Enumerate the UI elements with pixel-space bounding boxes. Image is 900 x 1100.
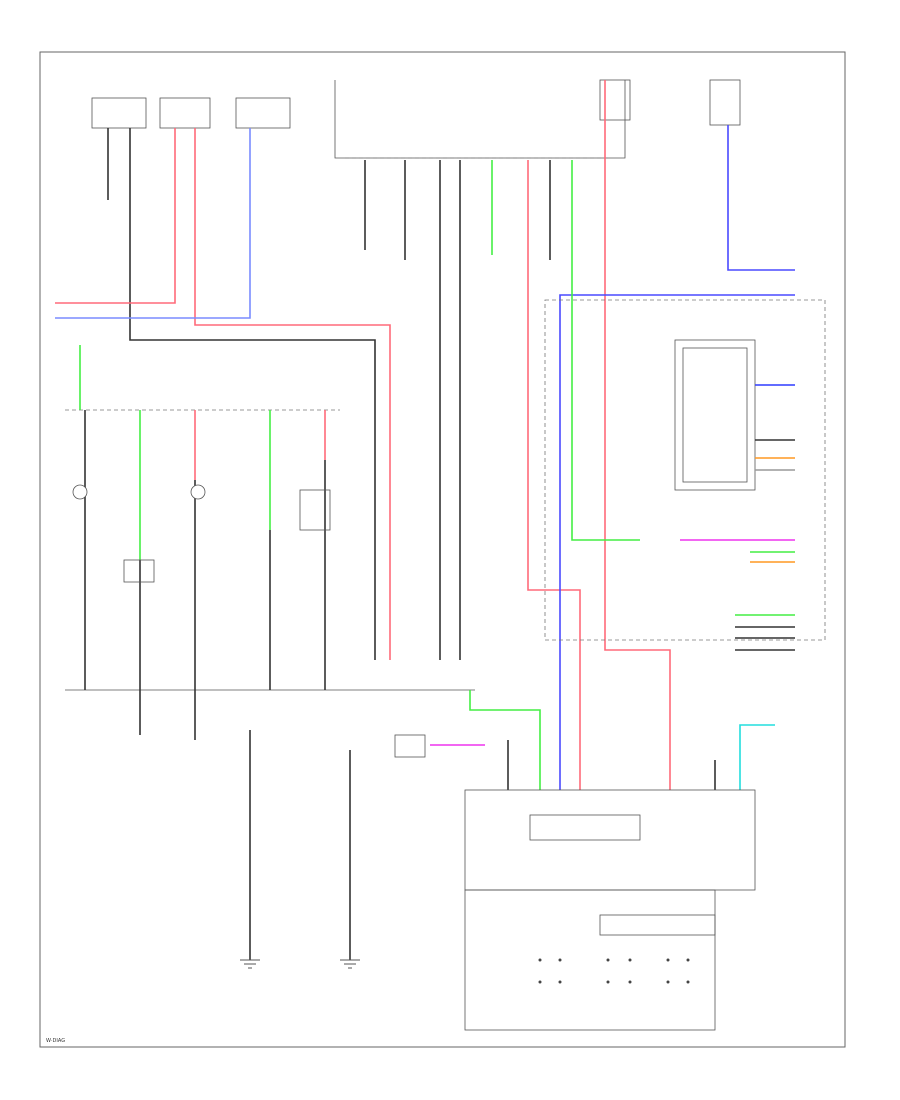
sensor-left [299,489,331,531]
wire-black-1 [129,128,376,660]
component-top-right [709,79,741,126]
junction-box-top [334,80,626,159]
fuse-box-right [599,79,631,121]
switch-panel [674,339,756,491]
wire-blue-top-right [727,125,795,271]
wire-red-long [527,160,581,790]
wire-lightblue-1 [55,128,251,319]
ground-symbol-right [340,959,360,969]
wire-green-switch [571,160,640,541]
module-boundary-right [544,299,826,641]
switch-panel-inner [682,347,748,483]
connector-dots [538,958,690,984]
wire-red-long-2 [604,80,671,790]
wire-red-1 [55,128,176,304]
module-bottom-inner [529,814,641,841]
relay-left [123,559,155,583]
component-top-left-3 [235,97,291,129]
wire-green-lower [469,690,541,790]
footer-label: W·DIAG [46,1038,65,1044]
connector-block-bottom [464,889,716,1031]
relay-bottom-center [394,734,426,758]
wire-red-2 [194,128,391,660]
lamp-left-2 [190,484,206,500]
wire-blue-main [559,294,795,790]
ground-symbol-left [240,959,260,969]
wire-cyan-lower [739,724,775,790]
component-top-left-2 [159,97,211,129]
lamp-left-1 [72,484,88,500]
switch-group-bottom [599,914,716,936]
component-top-left-1 [91,97,147,129]
diagram-frame [39,51,846,1048]
